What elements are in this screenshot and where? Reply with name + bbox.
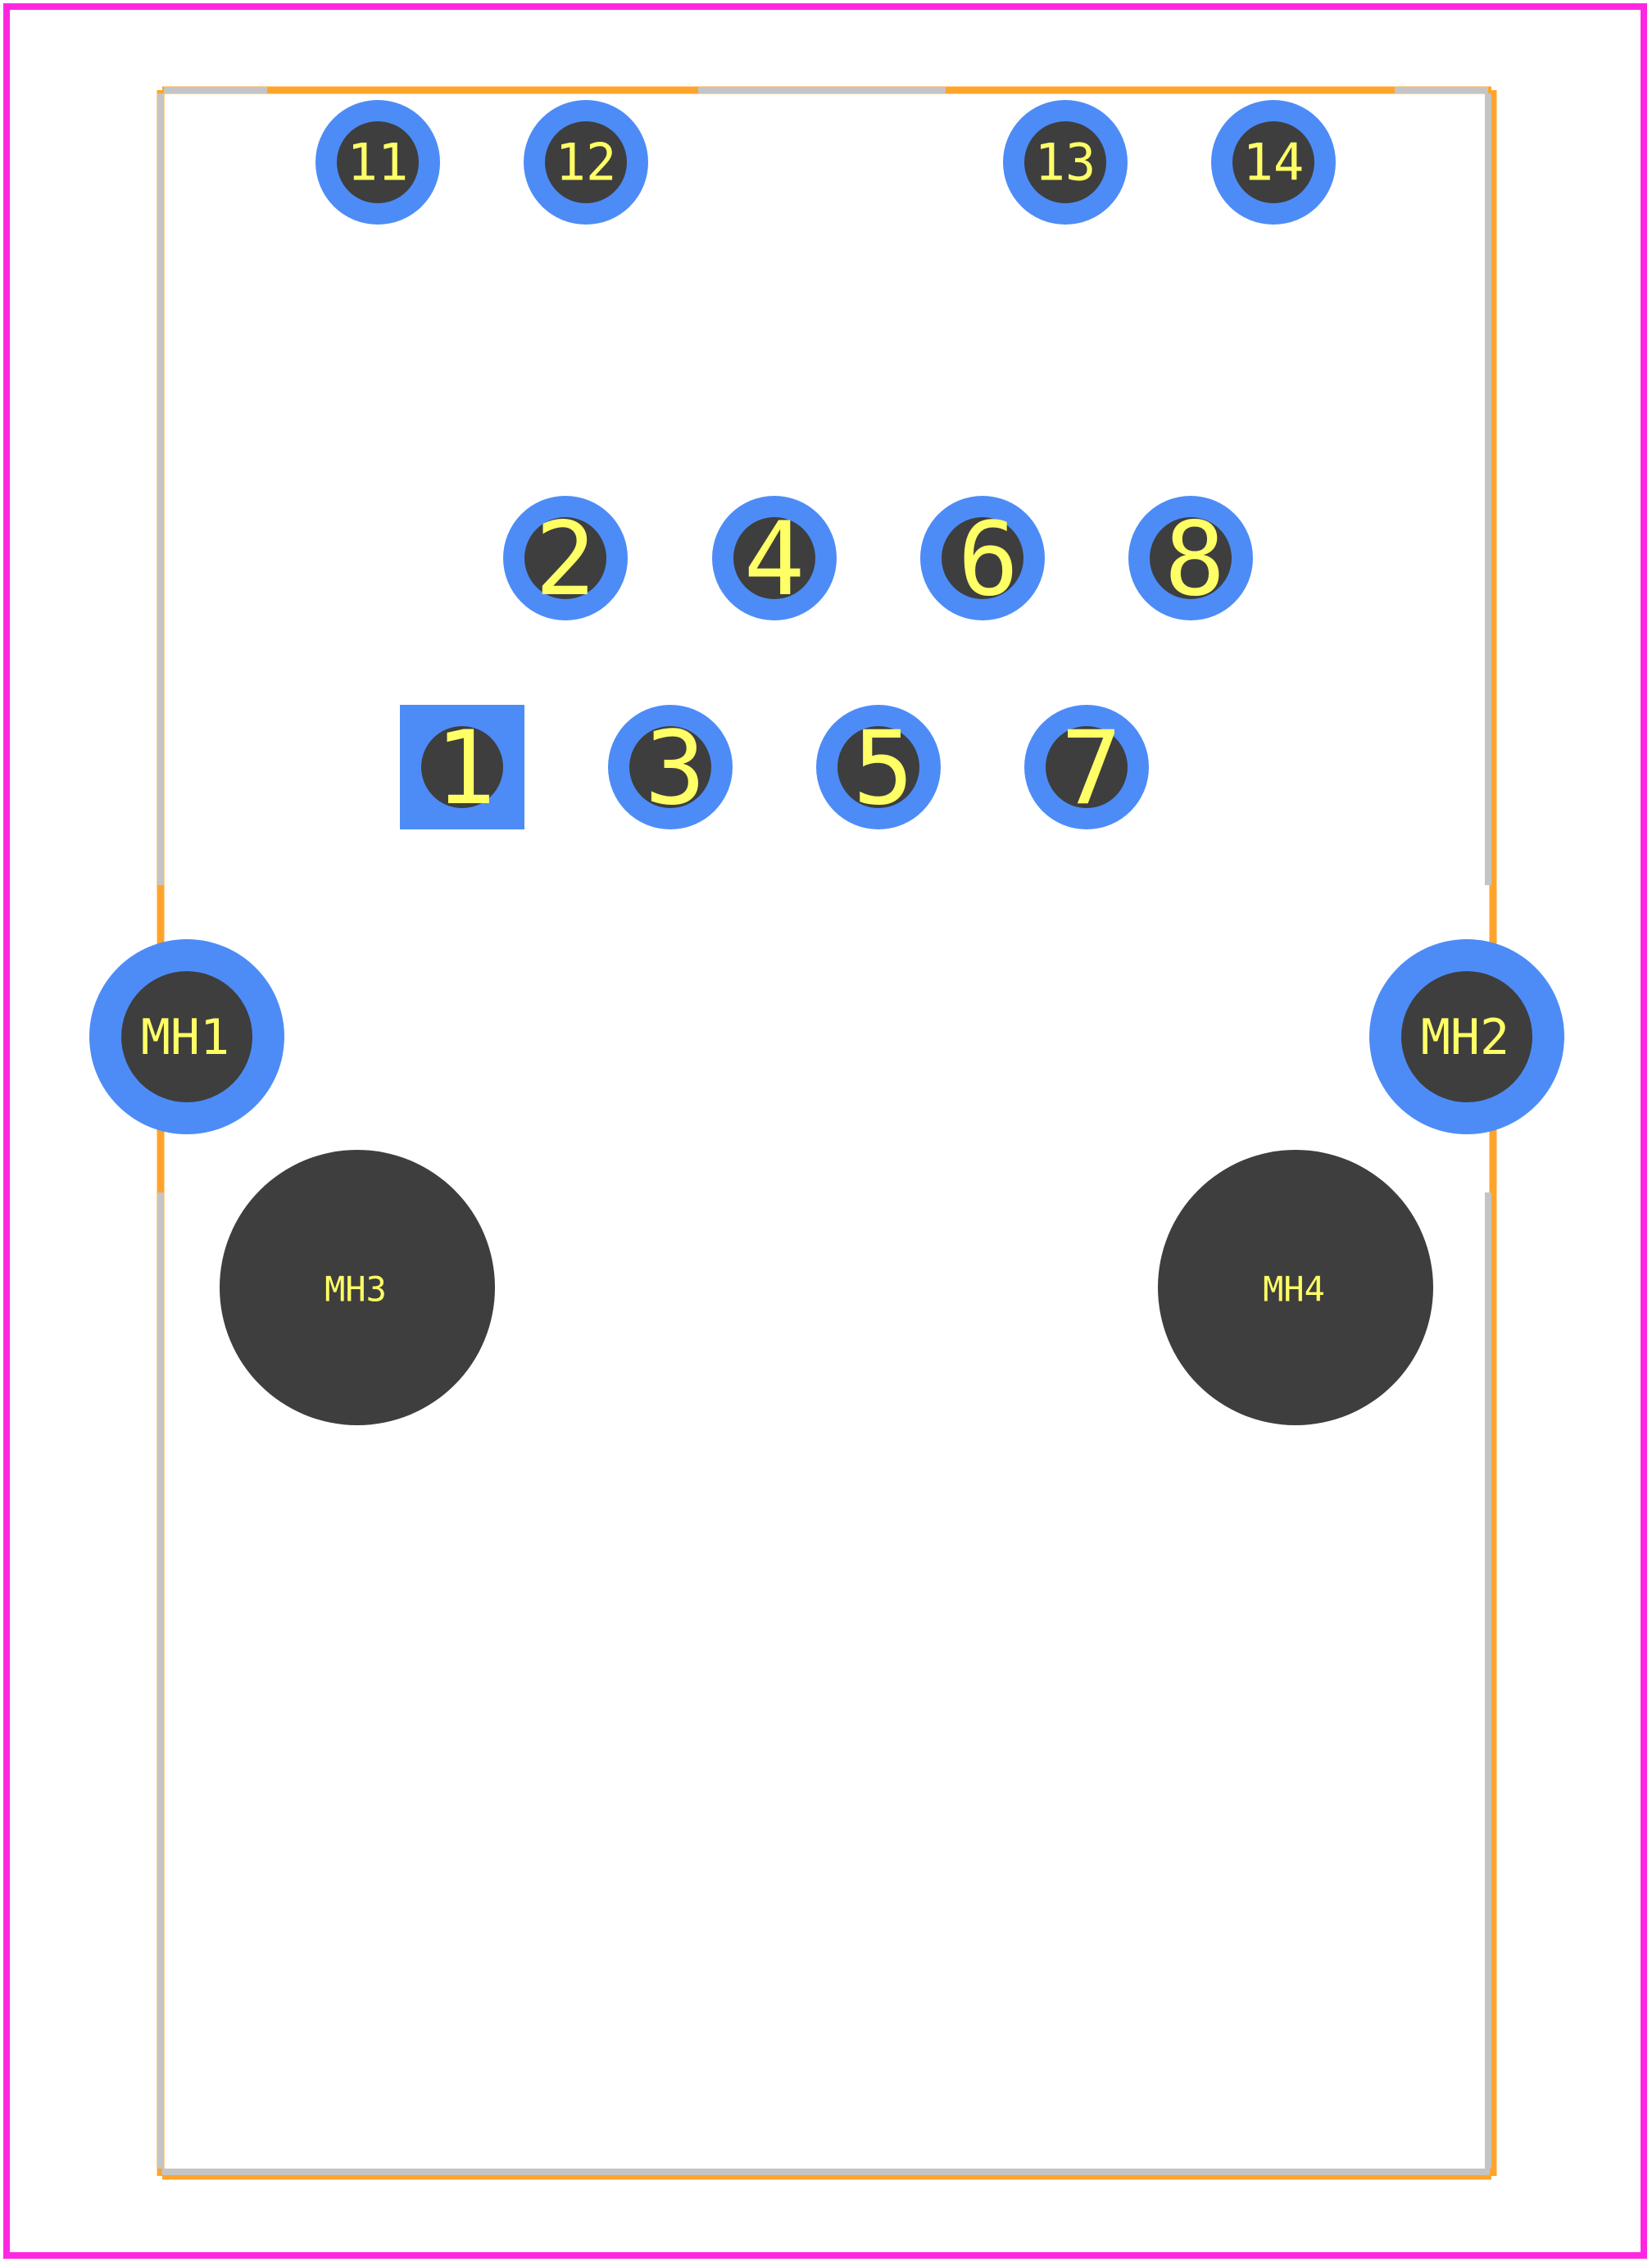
pad-1-drill (421, 726, 503, 808)
mh1-label: MH1 (141, 1009, 229, 1066)
courtyard-outline (3, 3, 1647, 2259)
pad-14-label: 14 (1243, 133, 1305, 193)
pad-14-drill (1232, 121, 1314, 203)
pad-8: 8 (1128, 496, 1253, 620)
mounting-hole-mh3: MH3 (220, 1150, 495, 1425)
pad-6-label: 6 (958, 501, 1019, 619)
pad-7-label: 7 (1061, 710, 1123, 828)
pad-2-label: 2 (535, 501, 597, 619)
pad-12-drill (545, 121, 627, 203)
pad-3-label: 3 (645, 710, 706, 828)
pad-11: 11 (315, 100, 440, 225)
pad-1: 1 (400, 705, 524, 829)
mh4-label: MH4 (1263, 1270, 1325, 1310)
mh4-drill (1158, 1150, 1433, 1425)
pad-14: 14 (1211, 100, 1336, 225)
pad-7: 7 (1024, 705, 1149, 829)
mh2-drill (1401, 971, 1532, 1102)
pad-3-drill (629, 726, 711, 808)
pad-13: 13 (1003, 100, 1128, 225)
pad-5: 5 (816, 705, 941, 829)
silkscreen-outline (157, 86, 1497, 2180)
pad-8-drill (1150, 517, 1232, 599)
pad-6: 6 (920, 496, 1045, 620)
pad-5-drill (837, 726, 919, 808)
pad-11-label: 11 (347, 133, 409, 193)
mh1-drill (121, 971, 252, 1102)
pad-6-drill (942, 517, 1023, 599)
pad-2-drill (524, 517, 606, 599)
pad-1-label: 1 (435, 710, 497, 828)
pad-4: 4 (712, 496, 837, 620)
pad-4-drill (733, 517, 815, 599)
pad-12: 12 (524, 100, 648, 225)
mounting-hole-mh2: MH2 (1369, 939, 1564, 1134)
mounting-hole-mh1: MH1 (89, 939, 284, 1134)
pad-4-label: 4 (744, 501, 806, 619)
mh2-label: MH2 (1421, 1009, 1509, 1066)
pad-13-drill (1024, 121, 1106, 203)
mh3-drill (220, 1150, 495, 1425)
mh3-label: MH3 (324, 1270, 387, 1310)
pad-7-drill (1046, 726, 1128, 808)
fabrication-outline (157, 87, 1491, 2175)
pad-2: 2 (503, 496, 628, 620)
pad-11-drill (337, 121, 419, 203)
pad-3: 3 (608, 705, 733, 829)
mounting-hole-mh4: MH4 (1158, 1150, 1433, 1425)
pad-12-label: 12 (556, 133, 617, 193)
pad-8-label: 8 (1164, 501, 1226, 619)
pad-5-label: 5 (853, 710, 914, 828)
pad-13-label: 13 (1035, 133, 1096, 193)
